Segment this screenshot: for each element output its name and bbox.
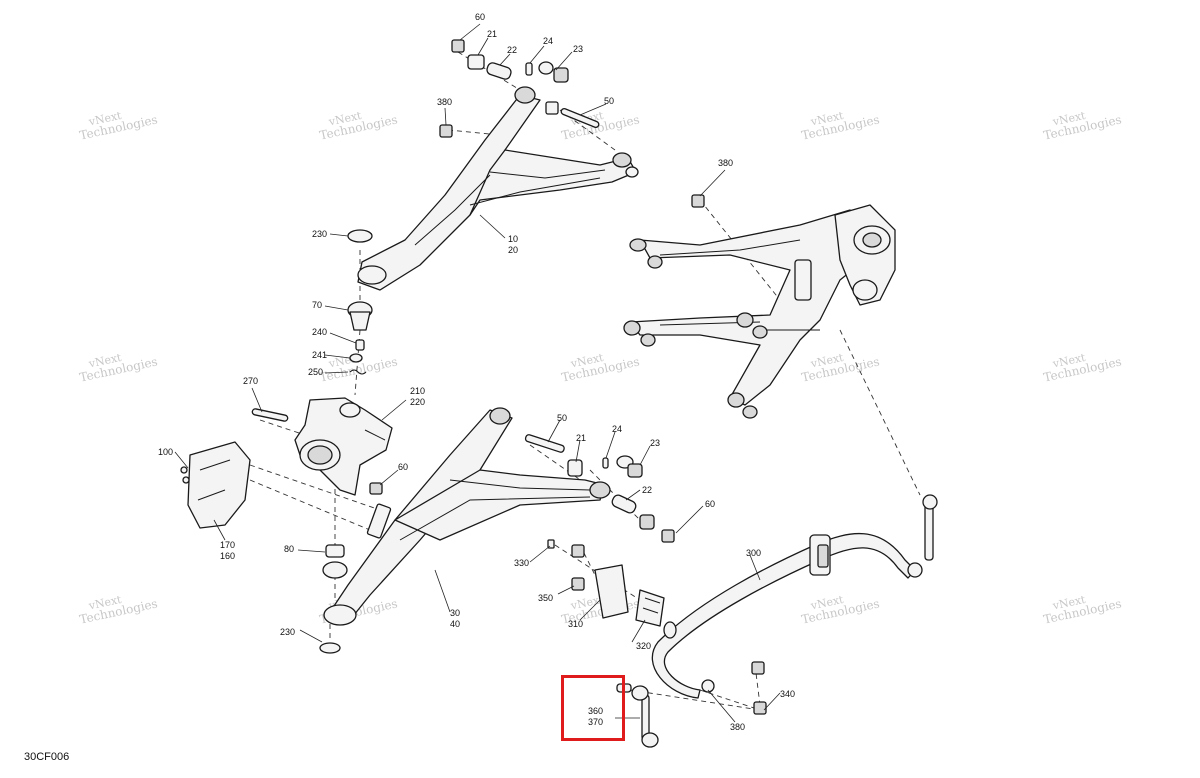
callout-label: 21 — [487, 29, 497, 39]
callout-label: 250 — [308, 367, 323, 377]
callout-label: 30 — [450, 608, 460, 618]
callout-label: 210 — [410, 386, 425, 396]
watermark: vNext Technologies — [318, 109, 399, 143]
leader-lines — [174, 23, 781, 723]
watermark: vNext Technologies — [1042, 351, 1123, 385]
callout-label: 220 — [410, 397, 425, 407]
watermark: vNext Technologies — [800, 351, 881, 385]
callout-label: 70 — [312, 300, 322, 310]
callout-label: 270 — [243, 376, 258, 386]
callout-label: 50 — [557, 413, 567, 423]
callout-label: 20 — [508, 245, 518, 255]
callout-label: 241 — [312, 350, 327, 360]
callout-label: 340 — [780, 689, 795, 699]
watermark: vNext Technologies — [78, 351, 159, 385]
upper-ball-joint — [347, 229, 373, 375]
steering-knuckle — [251, 397, 393, 496]
callout-labels: 60 21 22 24 23 380 50 380 10 20 230 70 2… — [158, 12, 795, 732]
callout-label: 80 — [284, 544, 294, 554]
callout-label: 240 — [312, 327, 327, 337]
callout-label: 100 — [158, 447, 173, 457]
callout-label: 22 — [507, 45, 517, 55]
disc-guard — [180, 441, 251, 529]
callout-label: 360 — [588, 706, 603, 716]
rear-subframe — [623, 204, 896, 419]
callout-label: 230 — [312, 229, 327, 239]
upper-a-arm — [357, 86, 639, 291]
watermark: vNext Technologies — [800, 109, 881, 143]
callout-label: 21 — [576, 433, 586, 443]
figure-code: 30CF006 — [24, 751, 70, 763]
highlight-box — [561, 675, 625, 741]
callout-label: 230 — [280, 627, 295, 637]
watermark: vNext Technologies — [560, 351, 641, 385]
callout-label: 60 — [475, 12, 485, 22]
callout-label: 300 — [746, 548, 761, 558]
watermark: vNext Technologies — [560, 109, 641, 143]
callout-label: 370 — [588, 717, 603, 727]
callout-label: 310 — [568, 619, 583, 629]
callout-label: 22 — [642, 485, 652, 495]
callout-label: 380 — [730, 722, 745, 732]
sway-bar-bushing-bracket — [547, 539, 665, 627]
callout-label: 330 — [514, 558, 529, 568]
watermark: vNext Technologies — [800, 593, 881, 627]
callout-label: 23 — [573, 44, 583, 54]
callout-label: 60 — [705, 499, 715, 509]
callout-label: 10 — [508, 234, 518, 244]
watermark: vNext Technologies — [78, 593, 159, 627]
sway-bar-link — [616, 661, 767, 748]
callout-label: 160 — [220, 551, 235, 561]
callout-label: 60 — [398, 462, 408, 472]
callout-label: 380 — [437, 97, 452, 107]
lower-a-arm — [323, 407, 611, 626]
lower-arm-hardware — [319, 434, 675, 654]
callout-label: 380 — [718, 158, 733, 168]
watermark: vNext Technologies — [1042, 593, 1123, 627]
watermark: vNext Technologies — [78, 109, 159, 143]
callout-label: 24 — [543, 36, 553, 46]
callout-label: 50 — [604, 96, 614, 106]
callout-label: 24 — [612, 424, 622, 434]
sway-bar — [651, 494, 938, 699]
callout-label: 350 — [538, 593, 553, 603]
callout-label: 23 — [650, 438, 660, 448]
callout-label: 40 — [450, 619, 460, 629]
callout-label: 320 — [636, 641, 651, 651]
callout-label: 170 — [220, 540, 235, 550]
watermark: vNext Technologies — [1042, 109, 1123, 143]
